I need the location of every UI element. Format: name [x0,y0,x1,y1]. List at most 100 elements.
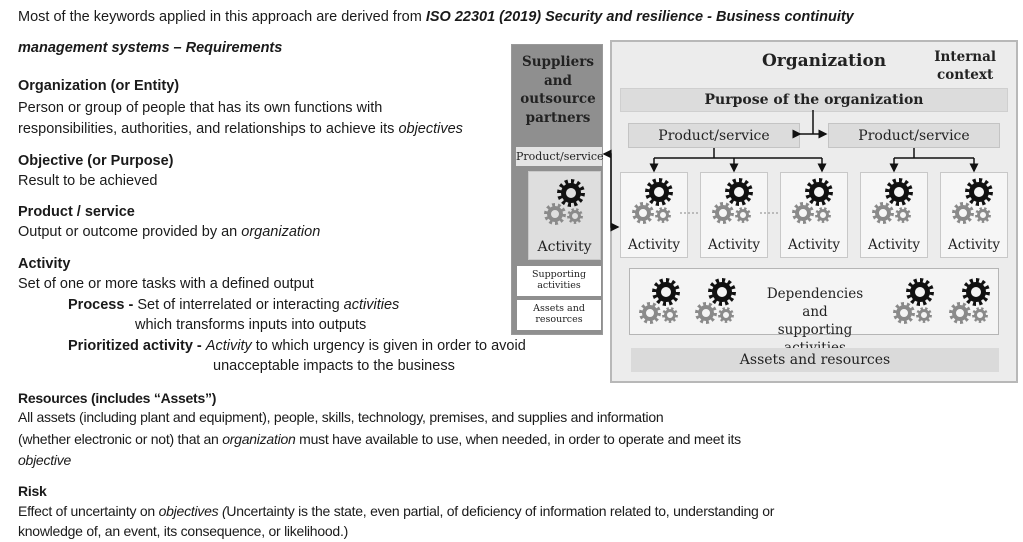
product-service-box: Product/service [828,123,1000,148]
text-italic: activities [343,297,400,313]
term-risk: Risk [18,483,47,499]
large-gear-icon [557,179,585,207]
activity-box: Activity [940,172,1008,258]
gears-icon [951,177,997,231]
activity-label: Activity [867,237,921,253]
term-organization: Organization (or Entity) [18,78,180,94]
medium-gear-icon [893,302,915,324]
def-organization-line1: Person or group of people that has its o… [18,100,383,116]
def-organization-line2: responsibilities, authorities, and relat… [18,120,463,138]
source-reference-cont: management systems – Requirements [18,40,283,56]
def-activity: Set of one or more tasks with a defined … [18,276,314,292]
def-prioritized-line2: unacceptable impacts to the business [213,358,455,374]
medium-gear-icon [639,302,661,324]
medium-gear-icon [872,202,894,224]
suppliers-title: Suppliers and outsource partners [512,53,604,127]
intro-line: Most of the keywords applied in this app… [18,8,854,26]
def-product-service: Output or outcome provided by an organiz… [18,223,320,241]
medium-gear-icon [695,302,717,324]
gears-icon [631,177,677,231]
large-gear-icon [645,178,673,206]
organization-panel: Organization Internal context Purpose of… [610,40,1018,383]
medium-gear-icon [952,202,974,224]
small-gear-icon [916,307,932,323]
label-line: context [937,67,994,83]
text: Uncertainty is the state, even partial, … [226,503,775,519]
gears-icon [948,277,994,331]
text: Effect of uncertainty on [18,503,159,519]
small-gear-icon [735,207,751,223]
label-line: resources [535,314,583,325]
activity-label: Activity [627,237,681,253]
text-italic: organization [241,224,321,240]
text: responsibilities, authorities, and relat… [18,121,399,137]
term-product-service: Product / service [18,204,135,220]
small-gear-icon [655,207,671,223]
small-gear-icon [972,307,988,323]
activity-box: Activity [780,172,848,258]
text-italic: objectives [398,121,463,137]
term-activity: Activity [18,256,71,272]
source-reference: ISO 22301 (2019) Security and resilience… [425,9,854,25]
medium-gear-icon [712,202,734,224]
purpose-box: Purpose of the organization [620,88,1008,112]
text-italic: organization [222,431,296,447]
activity-box: Activity [620,172,688,258]
gears-icon [711,177,757,231]
text-italic: objectives ( [158,503,227,519]
term-process: Process - [68,297,138,313]
small-gear-icon [975,207,991,223]
large-gear-icon [885,178,913,206]
medium-gear-icon [632,202,654,224]
suppliers-title-line: Suppliers [521,54,594,70]
small-gear-icon [815,207,831,223]
activity-label: Activity [947,237,1001,253]
def-resources-line3: objective [18,452,72,468]
activity-label: Activity [787,237,841,253]
term-objective: Objective (or Purpose) [18,153,174,169]
large-gear-icon [805,178,833,206]
def-resources-line1: All assets (including plant and equipmen… [18,409,664,425]
text: Output or outcome provided by an [18,224,242,240]
gears-icon [543,178,587,234]
medium-gear-icon [544,203,566,225]
activity-box: Activity [860,172,928,258]
suppliers-title-line: and [543,72,572,89]
suppliers-panel: Suppliers and outsource partners Product… [511,44,604,335]
supplier-product-service: Product/service [516,147,604,166]
small-gear-icon [567,208,583,224]
def-objective: Result to be achieved [18,173,158,189]
large-gear-icon [906,278,934,306]
supplier-supporting-activities: Supporting activities [517,266,601,296]
gears-icon [892,277,938,331]
def-process-line2: which transforms inputs into outputs [135,317,367,333]
def-process: Process - Set of interrelated or interac… [68,296,399,314]
gears-icon [694,277,740,331]
label-line: Internal [934,49,996,65]
def-risk-line1: Effect of uncertainty on objectives (Unc… [18,502,774,520]
suppliers-title-line: partners [525,109,591,126]
term-resources: Resources (includes “Assets”) [18,390,217,406]
activity-box: Activity [700,172,768,258]
text-italic: Activity [205,338,252,354]
label-line: activities [537,280,581,291]
assets-resources-box: Assets and resources [631,348,999,372]
activity-label: Activity [707,237,761,253]
gears-icon [638,277,684,331]
def-resources-line2: (whether electronic or not) that an orga… [18,430,741,448]
internal-context-label: Internal context [934,48,996,84]
gears-icon [871,177,917,231]
label-line: Dependencies and [766,286,864,320]
supplier-assets-resources: Assets and resources [517,300,601,330]
suppliers-title-line: outsource [520,91,596,107]
small-gear-icon [718,307,734,323]
text: must have available to use, when needed,… [295,431,741,447]
dependencies-box: Dependencies and supporting activities [629,268,999,356]
large-gear-icon [965,178,993,206]
text: (whether electronic or not) that an [18,431,223,447]
large-gear-icon [708,278,736,306]
text: Set of interrelated or interacting [137,297,344,313]
def-risk-line2: knowledge of, an event, its consequence,… [18,523,348,539]
product-service-box: Product/service [628,123,800,148]
activity-label: Activity [537,239,592,255]
